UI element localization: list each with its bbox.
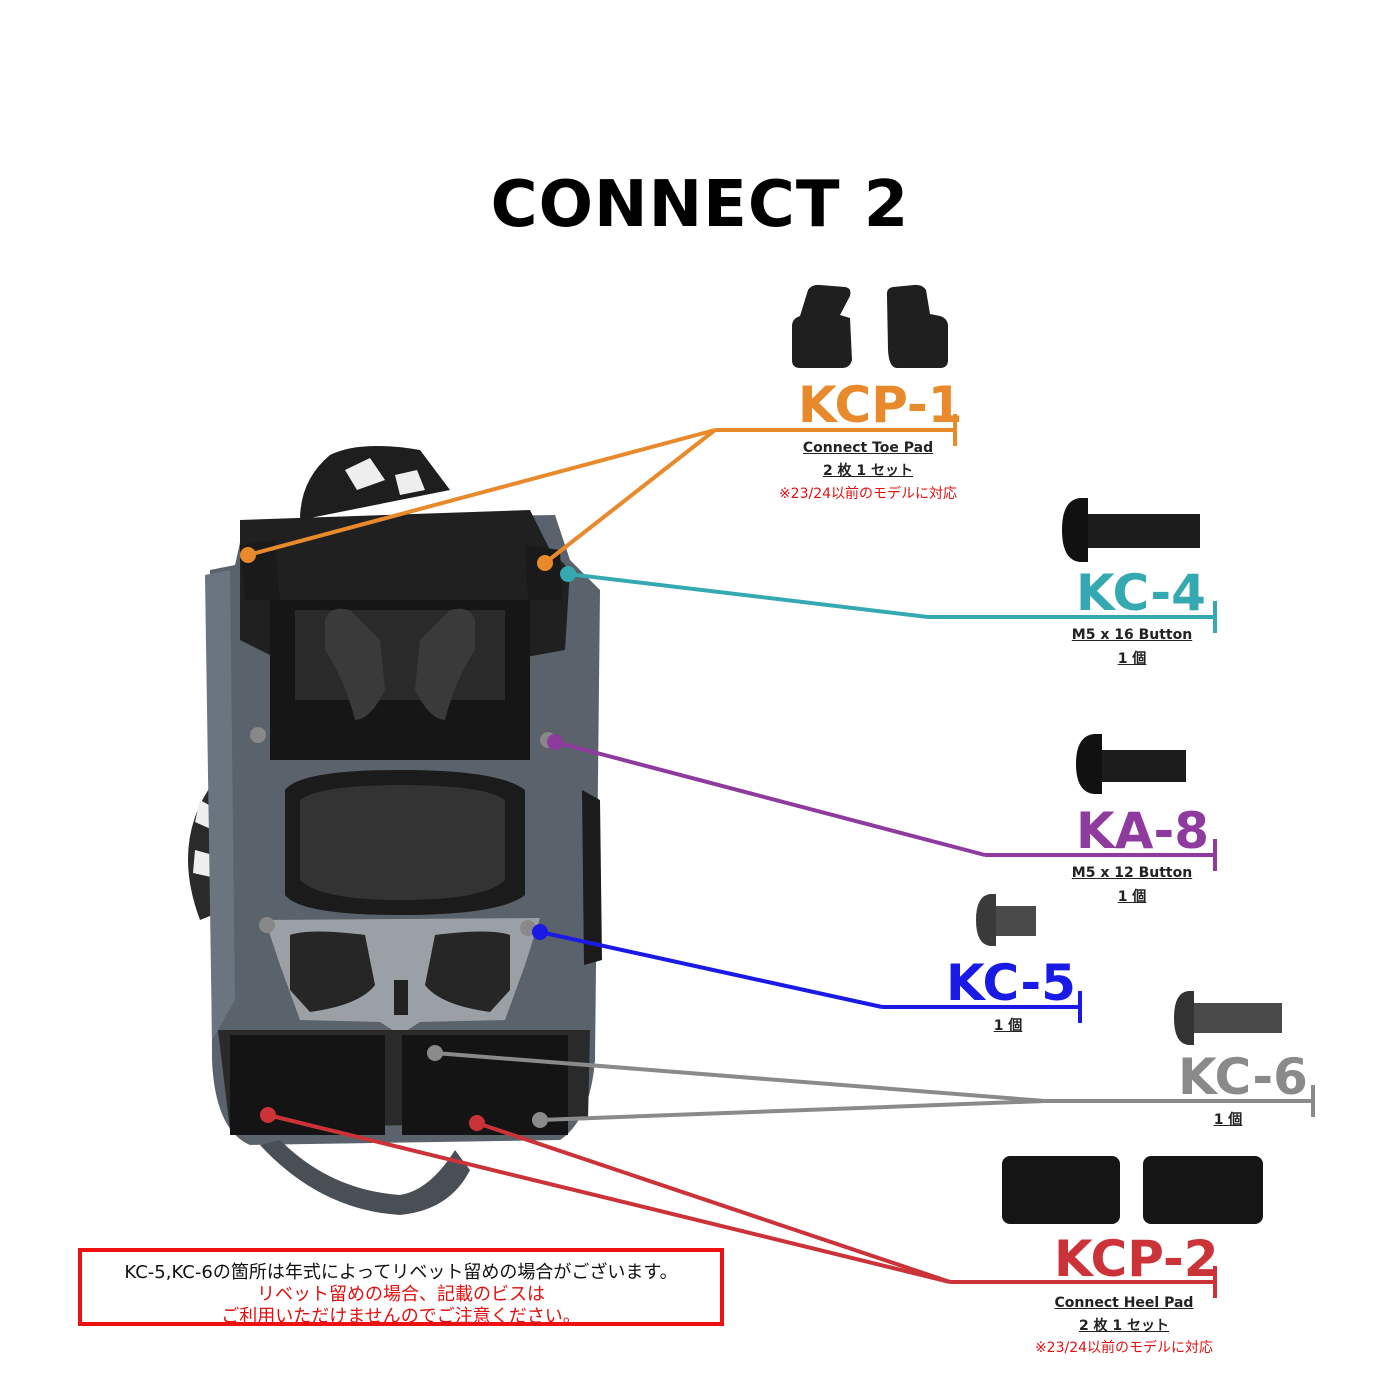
ka8-qty: 1 個 — [1117, 889, 1147, 905]
kc4-screw-icon — [1062, 498, 1200, 562]
kcp2-name: Connect Heel Pad — [1054, 1295, 1194, 1311]
kcp1-note: ※23/24以前のモデルに対応 — [778, 486, 958, 502]
rivet-notice-box: KC-5,KC-6の箇所は年式によってリベット留めの場合がございます。 リベット… — [78, 1248, 724, 1327]
leader-kc6 — [427, 1045, 1315, 1128]
kc5-screw-icon — [976, 894, 1036, 946]
kcp1-name: Connect Toe Pad — [802, 440, 934, 456]
leader-ka8 — [547, 734, 1217, 871]
kc6-code: KC-6 — [1178, 1048, 1308, 1106]
page-title: CONNECT 2 — [490, 168, 910, 242]
notice-line-3: ご利用いただけませんのでご注意ください。 — [221, 1306, 581, 1327]
kc6-screw-icon — [1174, 991, 1282, 1045]
ka8-code: KA-8 — [1076, 802, 1209, 860]
kcp2-note: ※23/24以前のモデルに対応 — [1034, 1340, 1214, 1356]
leader-kc5 — [532, 924, 1082, 1023]
ka8-screw-icon — [1076, 734, 1186, 794]
notice-line-2: リベット留めの場合、記載のビスは — [257, 1284, 545, 1305]
kcp1-qty: 2 枚 1 セット — [822, 463, 914, 479]
kc4-qty: 1 個 — [1117, 651, 1147, 667]
kc4-code: KC-4 — [1076, 564, 1206, 622]
leader-kcp1 — [240, 414, 957, 571]
notice-line-1: KC-5,KC-6の箇所は年式によってリベット留めの場合がございます。 — [124, 1262, 678, 1283]
kc5-code: KC-5 — [946, 954, 1076, 1012]
kc5-qty: 1 個 — [993, 1018, 1023, 1034]
kc4-name: M5 x 16 Button — [1071, 627, 1193, 643]
kcp1-code: KCP-1 — [798, 376, 963, 434]
kcp2-qty: 2 枚 1 セット — [1078, 1318, 1170, 1334]
toe-pad-pair-icon — [792, 284, 948, 368]
kc6-qty: 1 個 — [1213, 1112, 1243, 1128]
heel-pad-pair-icon — [1002, 1156, 1263, 1224]
leader-kcp2 — [260, 1107, 1217, 1298]
ka8-name: M5 x 12 Button — [1071, 865, 1193, 881]
leader-kc4 — [560, 566, 1217, 633]
kcp2-code: KCP-2 — [1054, 1230, 1219, 1288]
